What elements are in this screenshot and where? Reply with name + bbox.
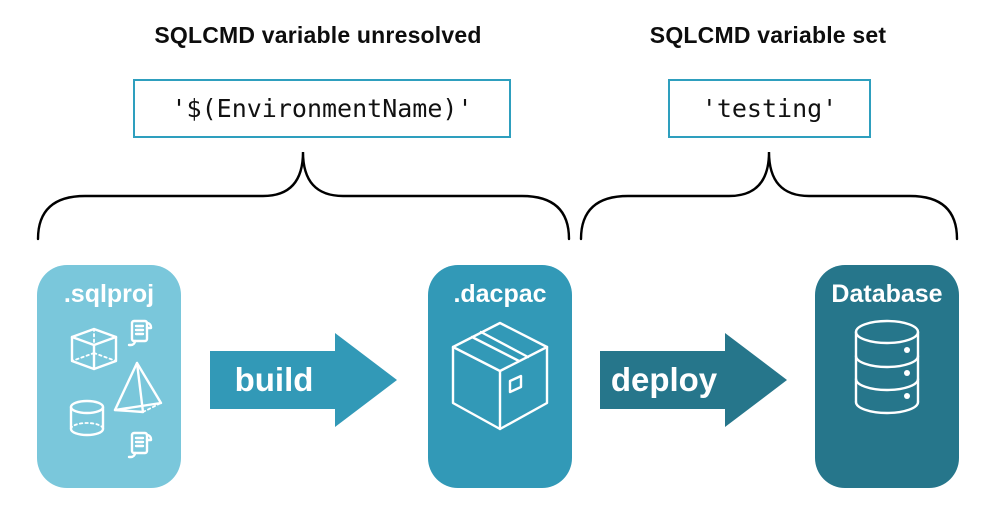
package-icon	[451, 321, 549, 431]
node-database: Database	[815, 265, 959, 488]
arrow-build: build	[208, 330, 400, 430]
node-dacpac-label: .dacpac	[453, 280, 547, 308]
arrow-deploy: deploy	[598, 330, 790, 430]
brace-left-icon	[36, 151, 571, 241]
code-text-environment-variable: '$(EnvironmentName)'	[171, 94, 473, 123]
code-box-testing-value: 'testing'	[668, 79, 871, 138]
sql-project-objects-icon	[69, 319, 163, 459]
code-box-environment-variable: '$(EnvironmentName)'	[133, 79, 511, 138]
node-dacpac: .dacpac	[428, 265, 572, 488]
right-arrow-icon	[210, 333, 397, 427]
right-arrow-icon	[600, 333, 787, 427]
arrow-build-label: build	[234, 361, 314, 398]
heading-sqlcmd-unresolved: SQLCMD variable unresolved	[154, 22, 482, 48]
brace-right-icon	[579, 151, 959, 241]
node-sqlproj-label: .sqlproj	[63, 280, 155, 308]
database-icon	[854, 319, 920, 415]
node-database-label: Database	[831, 280, 943, 308]
heading-sqlcmd-set: SQLCMD variable set	[649, 22, 887, 48]
arrow-deploy-label: deploy	[610, 361, 718, 398]
code-text-testing-value: 'testing'	[701, 94, 838, 123]
node-sqlproj: .sqlproj	[37, 265, 181, 488]
